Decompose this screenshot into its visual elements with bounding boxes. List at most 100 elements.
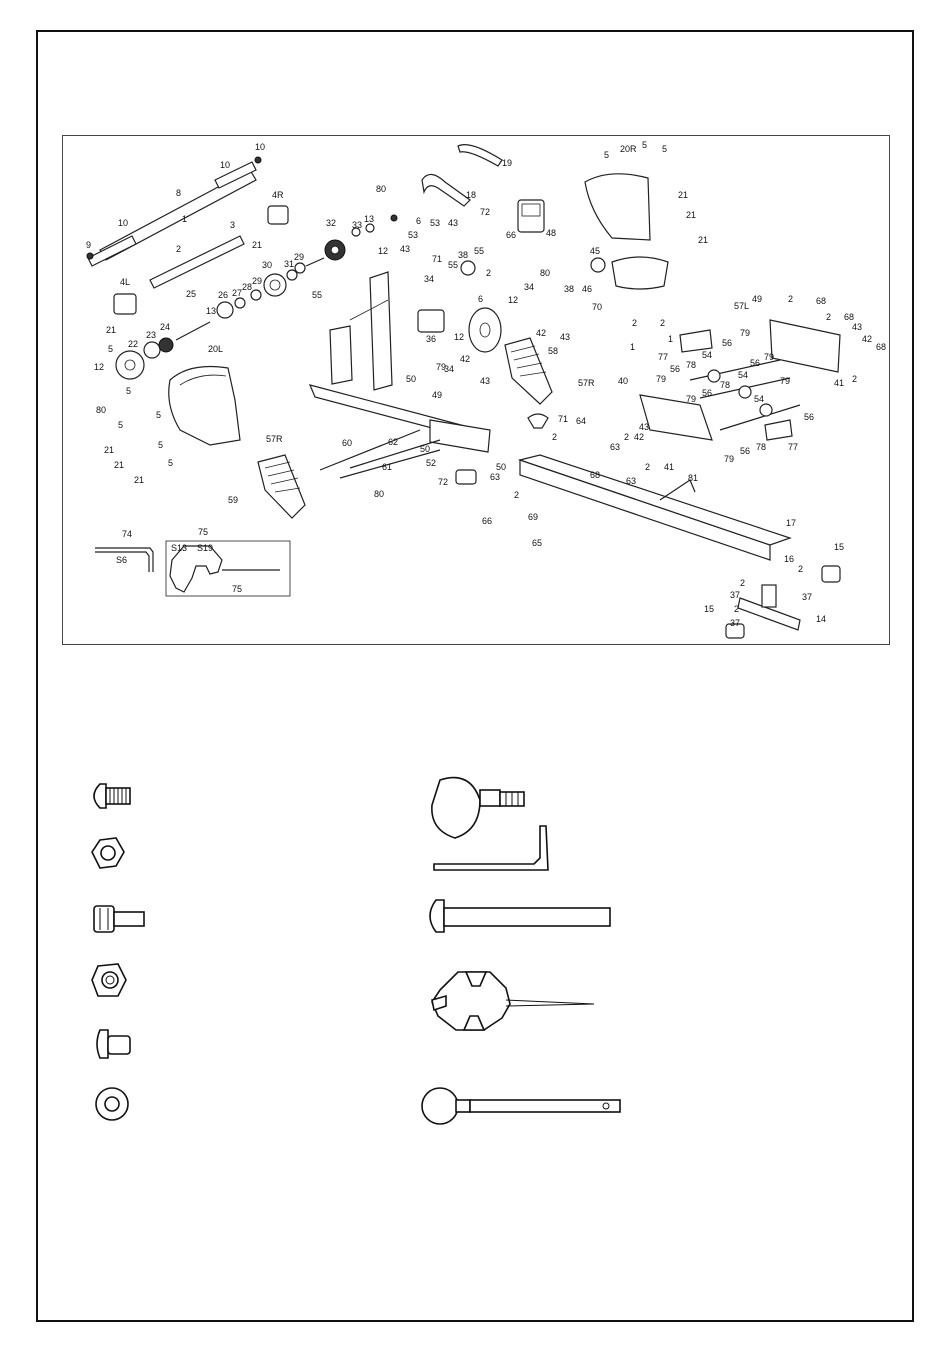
- seat-carriage: [639, 329, 801, 441]
- part-label: 2: [624, 432, 629, 442]
- washer-icon: [95, 1087, 129, 1121]
- part-label: 37: [730, 618, 740, 628]
- part-label: 68: [590, 470, 600, 480]
- part-label: 32: [326, 218, 336, 228]
- part-label: 36: [426, 334, 436, 344]
- part-label: 12: [454, 332, 464, 342]
- part-label: 79: [686, 394, 696, 404]
- part-label: 25: [186, 289, 196, 299]
- part-label: 50: [420, 444, 430, 454]
- pulley-assembly-left: [115, 214, 398, 380]
- knob-bolt-icon: [431, 776, 525, 839]
- handle-bar-assembly: [86, 156, 289, 315]
- part-label: 38: [458, 250, 468, 260]
- part-label: 59: [228, 495, 238, 505]
- part-label: 33: [352, 220, 362, 230]
- part-label: 50: [406, 374, 416, 384]
- part-label: 4R: [272, 190, 284, 200]
- part-label: 18: [466, 190, 476, 200]
- part-label: 5: [168, 458, 173, 468]
- part-label: 5: [156, 410, 161, 420]
- part-label: 5: [604, 150, 609, 160]
- part-label: 80: [96, 405, 106, 415]
- part-label: 38: [564, 284, 574, 294]
- part-label: 9: [86, 240, 91, 250]
- part-label: 29: [252, 276, 262, 286]
- part-label: 61: [382, 462, 392, 472]
- wrench-size-a-label: S13: [171, 543, 187, 553]
- pedal-rods: [319, 413, 549, 485]
- part-label: 57R: [266, 434, 283, 444]
- part-label: 43: [639, 422, 649, 432]
- part-label: 43: [480, 376, 490, 386]
- part-label: 5: [662, 144, 667, 154]
- part-label: 27: [232, 288, 242, 298]
- part-label: 5: [118, 420, 123, 430]
- flywheel-assembly: [417, 144, 503, 353]
- part-label: 79: [656, 374, 666, 384]
- part-label: 43: [560, 332, 570, 342]
- part-label: 14: [816, 614, 826, 624]
- cap-screw-icon: [93, 905, 145, 933]
- part-label: 72: [438, 477, 448, 487]
- part-label: 2: [660, 318, 665, 328]
- part-label: 46: [582, 284, 592, 294]
- part-label: 6: [478, 294, 483, 304]
- part-label: 56: [750, 358, 760, 368]
- main-frame: [308, 271, 491, 453]
- part-label: 31: [284, 259, 294, 269]
- part-label: 79: [724, 454, 734, 464]
- part-label: 29: [294, 252, 304, 262]
- part-label: 53: [430, 218, 440, 228]
- part-label: 8: [176, 188, 181, 198]
- part-label: 24: [160, 322, 170, 332]
- part-label: 23: [146, 330, 156, 340]
- part-label: 78: [756, 442, 766, 452]
- part-label: 12: [508, 295, 518, 305]
- part-label: 50: [496, 462, 506, 472]
- part-label: 3: [230, 220, 235, 230]
- part-label: 57L: [734, 301, 749, 311]
- part-label: 66: [506, 230, 516, 240]
- part-label: 64: [576, 416, 586, 426]
- part-label: 40: [618, 376, 628, 386]
- part-label: 1: [668, 334, 673, 344]
- part-label: 52: [426, 458, 436, 468]
- part-label: 21: [686, 210, 696, 220]
- long-bolt-icon: [429, 899, 611, 933]
- part-label: 2: [552, 432, 557, 442]
- allen-key-icon: [433, 825, 549, 871]
- side-cover-left: [168, 365, 241, 446]
- part-label: 19: [502, 158, 512, 168]
- bolt-icon: [93, 783, 131, 809]
- part-label: 16: [784, 554, 794, 564]
- part-label: 78: [720, 380, 730, 390]
- part-label: 54: [738, 370, 748, 380]
- part-label: 63: [490, 472, 500, 482]
- part-label: 81: [688, 473, 698, 483]
- part-label: 66: [482, 516, 492, 526]
- part-label: 2: [645, 462, 650, 472]
- wrench-number-label: 75: [198, 527, 208, 537]
- part-label: 2: [176, 244, 181, 254]
- part-label: 42: [862, 334, 872, 344]
- part-label: 80: [540, 268, 550, 278]
- pull-pin-icon: [421, 1087, 621, 1125]
- part-label: 54: [754, 394, 764, 404]
- part-label: 43: [448, 218, 458, 228]
- part-label: 41: [834, 378, 844, 388]
- part-label: 41: [664, 462, 674, 472]
- part-label: 48: [546, 228, 556, 238]
- part-label: 2: [734, 604, 739, 614]
- part-label: 2: [486, 268, 491, 278]
- part-label: 77: [658, 352, 668, 362]
- part-label: 43: [852, 322, 862, 332]
- part-label: 68: [816, 296, 826, 306]
- part-label: 2: [514, 490, 519, 500]
- part-label: 56: [740, 446, 750, 456]
- part-label: 5: [642, 140, 647, 150]
- part-label: 71: [558, 414, 568, 424]
- part-label: 2: [740, 578, 745, 588]
